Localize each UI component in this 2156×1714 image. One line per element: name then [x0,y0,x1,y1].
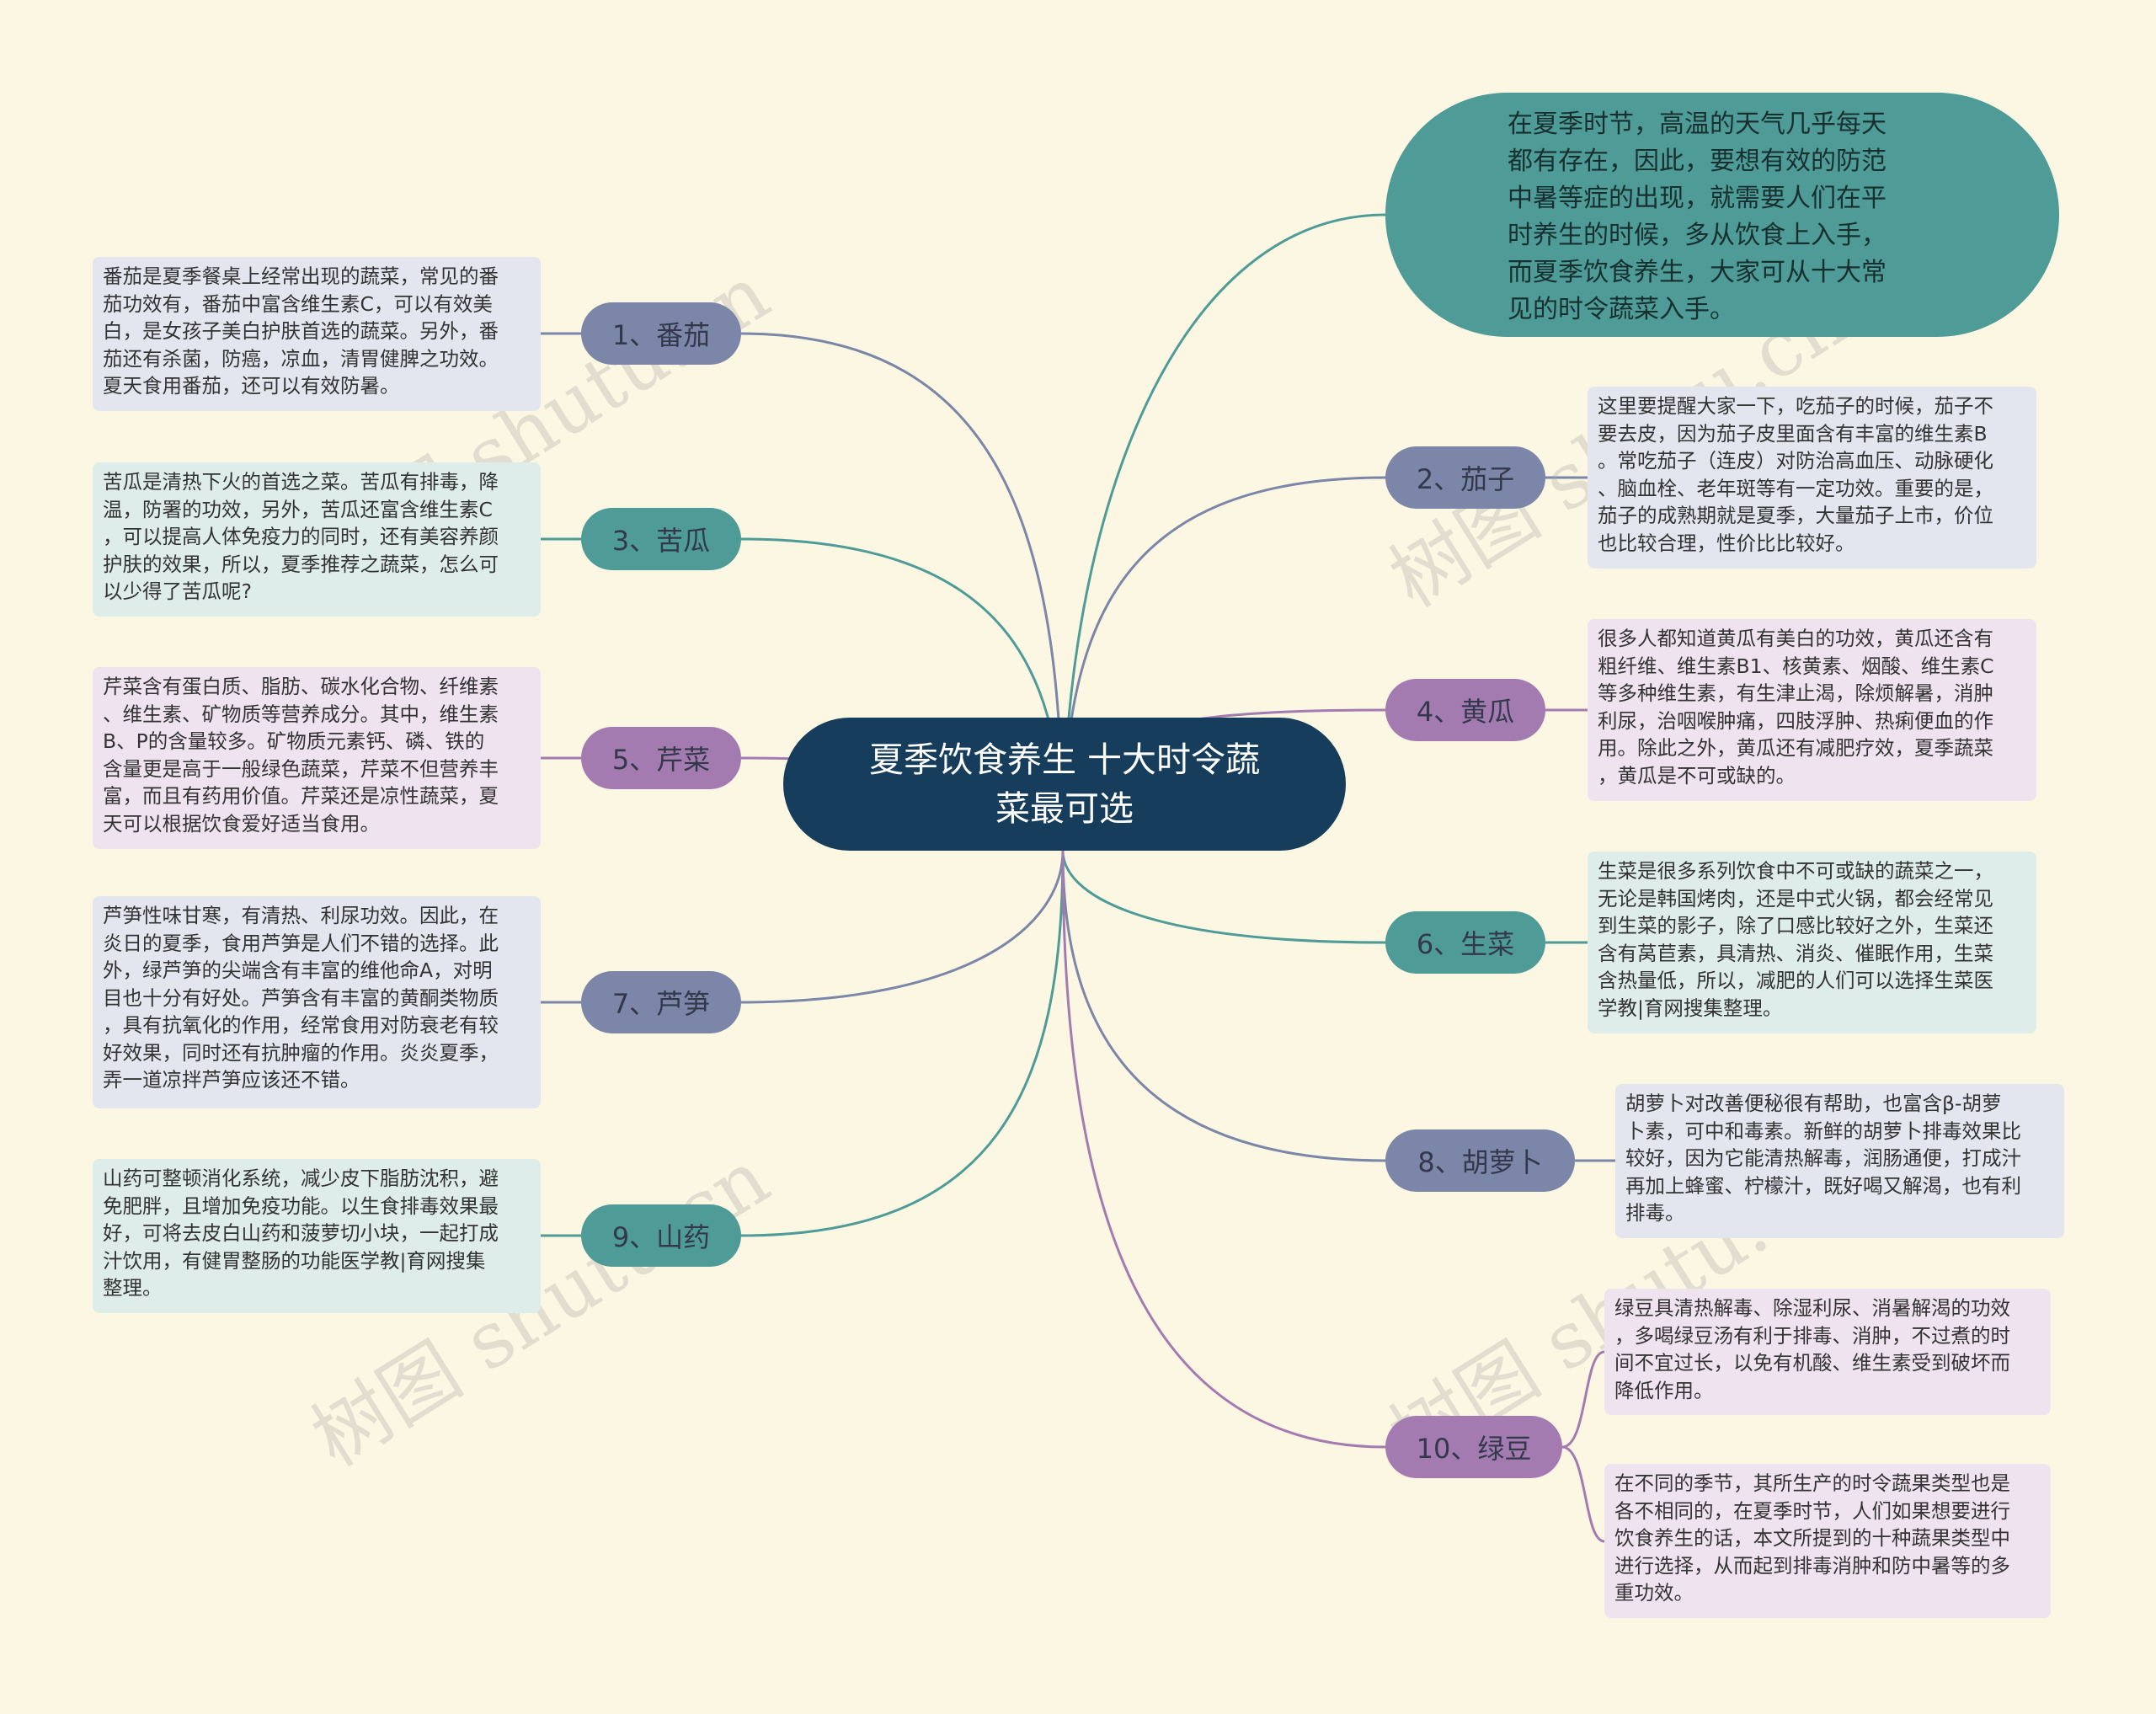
leaf-line: 用。除此之外，黄瓜还有减肥疗效，夏季蔬菜 [1598,736,1993,760]
leaf-line: 生菜是很多系列饮食中不可或缺的蔬菜之一， [1598,859,1993,883]
intro-line: 见的时令蔬菜入手。 [1508,295,1735,324]
leaf-line: 绿豆具清热解毒、除湿利尿、消暑解渴的功效 [1614,1296,2010,1320]
leaf-line: 含有莴苣素，具清热、消炎、催眠作用，生菜 [1598,941,1993,965]
leaf-line: B、P的含量较多。矿物质元素钙、磷、铁的 [103,729,485,753]
leaf-line: 番茄是夏季餐桌上经常出现的蔬菜，常见的番 [103,264,499,288]
leaf-line: 芦笋性味甘寒，有清热、利尿功效。因此，在 [103,904,499,927]
leaf-line: 汁饮用，有健胃整肠的功能医学教|育网搜集 [103,1248,486,1273]
leaf-line: 含热量低，所以，减肥的人们可以选择生菜医 [1598,969,1993,992]
leaf-line: 整理。 [103,1276,163,1300]
branch-node-5[interactable]: 5、芹菜 [581,727,741,789]
branch-node-1[interactable]: 1、番茄 [581,302,741,365]
branch-node-4[interactable]: 4、黄瓜 [1385,679,1545,741]
link-intro [1061,213,1386,852]
leaf-line: 白，是女孩子美白护肤首选的蔬菜。另外，番 [103,319,499,343]
link-leaf10b [1561,1445,1605,1543]
leaf-line: 很多人都知道黄瓜有美白的功效，黄瓜还含有 [1598,627,1993,650]
root-topic[interactable]: 夏季饮食养生 十大时令蔬 菜最可选 [783,718,1346,851]
intro-line: 都有存在，因此，要想有效的防范 [1508,147,1886,176]
leaf-line: 免肥胖，且增加免疫功能。以生食排毒效果最 [103,1193,499,1218]
branch-node-9[interactable]: 9、山药 [581,1204,741,1267]
leaf-line: 胡萝卜对改善便秘很有帮助，也富含β-胡萝 [1625,1092,2002,1115]
leaf-line: 这里要提醒大家一下，吃茄子的时候，茄子不 [1598,394,1993,418]
branch-node-2[interactable]: 2、茄子 [1385,446,1545,509]
intro-line: 时养生的时候，多从饮食上入手， [1508,221,1886,250]
leaf-line: 天可以根据饮食爱好适当食用。 [103,811,380,836]
leaf-line: 含量更是高于一般绿色蔬菜，芹菜不但营养丰 [103,756,499,781]
intro-line: 中暑等症的出现，就需要人们在平 [1508,184,1886,213]
leaf-note-8[interactable]: 胡萝卜对改善便秘很有帮助，也富含β-胡萝 卜素，可中和毒素。新鲜的胡萝卜排毒效果… [1615,1084,2064,1238]
leaf-line: 在不同的季节，其所生产的时令蔬果类型也是 [1614,1471,2010,1495]
leaf-line: 好效果，同时还有抗肿瘤的作用。炎炎夏季， [103,1040,499,1065]
leaf-note-2[interactable]: 这里要提醒大家一下，吃茄子的时候，茄子不 要去皮，因为茄子皮里面含有丰富的维生素… [1588,387,2036,569]
branch-node-6[interactable]: 6、生菜 [1385,911,1545,974]
leaf-line: 夏天食用番茄，还可以有效防暑。 [103,374,400,398]
leaf-line: 等多种维生素，有生津止渴，除烦解暑，消肿 [1598,681,1993,705]
leaf-line: 外，绿芦笋的尖端含有丰富的维他命A，对明 [103,958,493,982]
leaf-line: 炎日的夏季，食用芦笋是人们不错的选择。此 [103,931,499,955]
leaf-note-10a[interactable]: 绿豆具清热解毒、除湿利尿、消暑解渴的功效 ，多喝绿豆汤有利于排毒、消肿，不过煮的… [1604,1289,2051,1415]
leaf-line: 间不宜过长，以免有机酸、维生素受到破坏而 [1614,1351,2010,1375]
link-b9 [740,850,1065,1237]
leaf-note-9[interactable]: 山药可整顿消化系统，减少皮下脂肪沈积，避 免肥胖，且增加免疫功能。以生食排毒效果… [93,1159,541,1313]
link-leaf10a [1561,1350,1605,1449]
leaf-line: 茄还有杀菌，防癌，凉血，清胃健脾之功效。 [103,346,499,371]
link-b10 [1061,850,1386,1449]
leaf-line: 无论是韩国烤肉，还是中式火锅，都会经常见 [1598,886,1993,910]
leaf-note-6[interactable]: 生菜是很多系列饮食中不可或缺的蔬菜之一， 无论是韩国烤肉，还是中式火锅，都会经常… [1588,852,2036,1033]
leaf-note-7[interactable]: 芦笋性味甘寒，有清热、利尿功效。因此，在 炎日的夏季，食用芦笋是人们不错的选择。… [93,896,541,1108]
leaf-line: 茄子的成熟期就是夏季，大量茄子上市，价位 [1598,504,1993,527]
root-title: 夏季饮食养生 十大时令蔬 菜最可选 [868,740,1261,829]
intro-line: 而夏季饮食养生，大家可从十大常 [1508,258,1886,287]
link-b8 [1061,850,1386,1162]
leaf-line: 到生菜的影子，除了口感比较好之外，生菜还 [1598,914,1993,937]
leaf-line: 排毒。 [1625,1201,1685,1225]
leaf-line: 富，而且有药用价值。芹菜还是凉性蔬菜，夏 [103,784,499,808]
link-b7 [740,850,1065,1004]
leaf-line: 山药可整顿消化系统，减少皮下脂肪沈积，避 [103,1167,499,1190]
intro-line: 在夏季时节，高温的天气几乎每天 [1508,109,1886,139]
leaf-line: 较好，因为它能清热解毒，润肠通便，打成汁 [1625,1146,2021,1170]
leaf-line: 温，防署的功效，另外，苦瓜还富含维生素C [103,497,493,521]
leaf-line: ，可以提高人体免疫力的同时，还有美容养颜 [103,525,499,548]
leaf-line: 弄一道凉拌芦笋应该还不错。 [103,1068,360,1092]
leaf-note-3[interactable]: 苦瓜是清热下火的首选之菜。苦瓜有排毒，降 温，防署的功效，另外，苦瓜还富含维生素… [93,462,541,617]
leaf-line: 卜素，可中和毒素。新鲜的胡萝卜排毒效果比 [1625,1119,2021,1143]
leaf-line: 饮食养生的话，本文所提到的十种蔬果类型中 [1614,1526,2010,1550]
leaf-line: ，具有抗氧化的作用，经常食用对防衰老有较 [103,1013,499,1037]
leaf-line: 目也十分有好处。芦笋含有丰富的黄酮类物质 [103,985,499,1010]
leaf-line: 再加上蜂蜜、柠檬汁，既好喝又解渴，也有利 [1625,1173,2021,1198]
link-b6 [1061,850,1386,944]
leaf-line: 要去皮，因为茄子皮里面含有丰富的维生素B [1598,421,1988,446]
branch-node-7[interactable]: 7、芦笋 [581,971,741,1033]
leaf-line: 、脑血栓、老年斑等有一定功效。重要的是， [1598,476,1993,500]
leaf-line: 重功效。 [1614,1581,1694,1605]
leaf-note-4[interactable]: 很多人都知道黄瓜有美白的功效，黄瓜还含有 粗纤维、维生素B1、核黄素、烟酸、维生… [1588,619,2036,801]
leaf-line: 也比较合理，性价比比较好。 [1598,531,1855,555]
branch-node-8[interactable]: 8、胡萝卜 [1385,1129,1575,1192]
leaf-line: 粗纤维、维生素B1、核黄素、烟酸、维生素C [1598,654,1994,678]
intro-node[interactable]: 在夏季时节，高温的天气几乎每天 都有存在，因此，要想有效的防范 中暑等症的出现，… [1385,93,2059,337]
leaf-line: 芹菜含有蛋白质、脂肪、碳水化合物、纤维素 [103,675,499,698]
branch-node-10[interactable]: 10、绿豆 [1385,1416,1562,1478]
leaf-line: ，多喝绿豆汤有利于排毒、消肿，不过煮的时 [1614,1323,2010,1348]
leaf-line: 好，可将去皮白山药和菠萝切小块，一起打成 [103,1221,499,1245]
leaf-line: 进行选择，从而起到排毒消肿和防中暑等的多 [1614,1553,2010,1578]
leaf-line: 茄功效有，番茄中富含维生素C，可以有效美 [103,291,493,316]
leaf-line: 以少得了苦瓜呢? [103,579,252,603]
leaf-note-5[interactable]: 芹菜含有蛋白质、脂肪、碳水化合物、纤维素 、维生素、矿物质等营养成分。其中，维生… [93,667,541,849]
leaf-line: 苦瓜是清热下火的首选之菜。苦瓜有排毒，降 [103,470,499,494]
leaf-note-10b[interactable]: 在不同的季节，其所生产的时令蔬果类型也是 各不相同的，在夏季时节，人们如果想要进… [1604,1464,2051,1618]
leaf-line: 。常吃茄子（连皮）对防治高血压、动脉硬化 [1598,449,1993,473]
leaf-note-1[interactable]: 番茄是夏季餐桌上经常出现的蔬菜，常见的番 茄功效有，番茄中富含维生素C，可以有效… [93,257,541,411]
leaf-line: 各不相同的，在夏季时节，人们如果想要进行 [1614,1498,2010,1523]
leaf-line: 学教|育网搜集整理。 [1598,996,1783,1020]
leaf-line: 、维生素、矿物质等营养成分。其中，维生素 [103,702,499,726]
leaf-line: 护肤的效果，所以，夏季推荐之蔬菜，怎么可 [103,552,499,576]
leaf-line: ，黄瓜是不可或缺的。 [1598,763,1796,788]
branch-node-3[interactable]: 3、苦瓜 [581,508,741,570]
leaf-line: 降低作用。 [1614,1378,1714,1402]
leaf-line: 利尿，治咽喉肿痛，四肢浮肿、热痢便血的作 [1598,708,1993,733]
